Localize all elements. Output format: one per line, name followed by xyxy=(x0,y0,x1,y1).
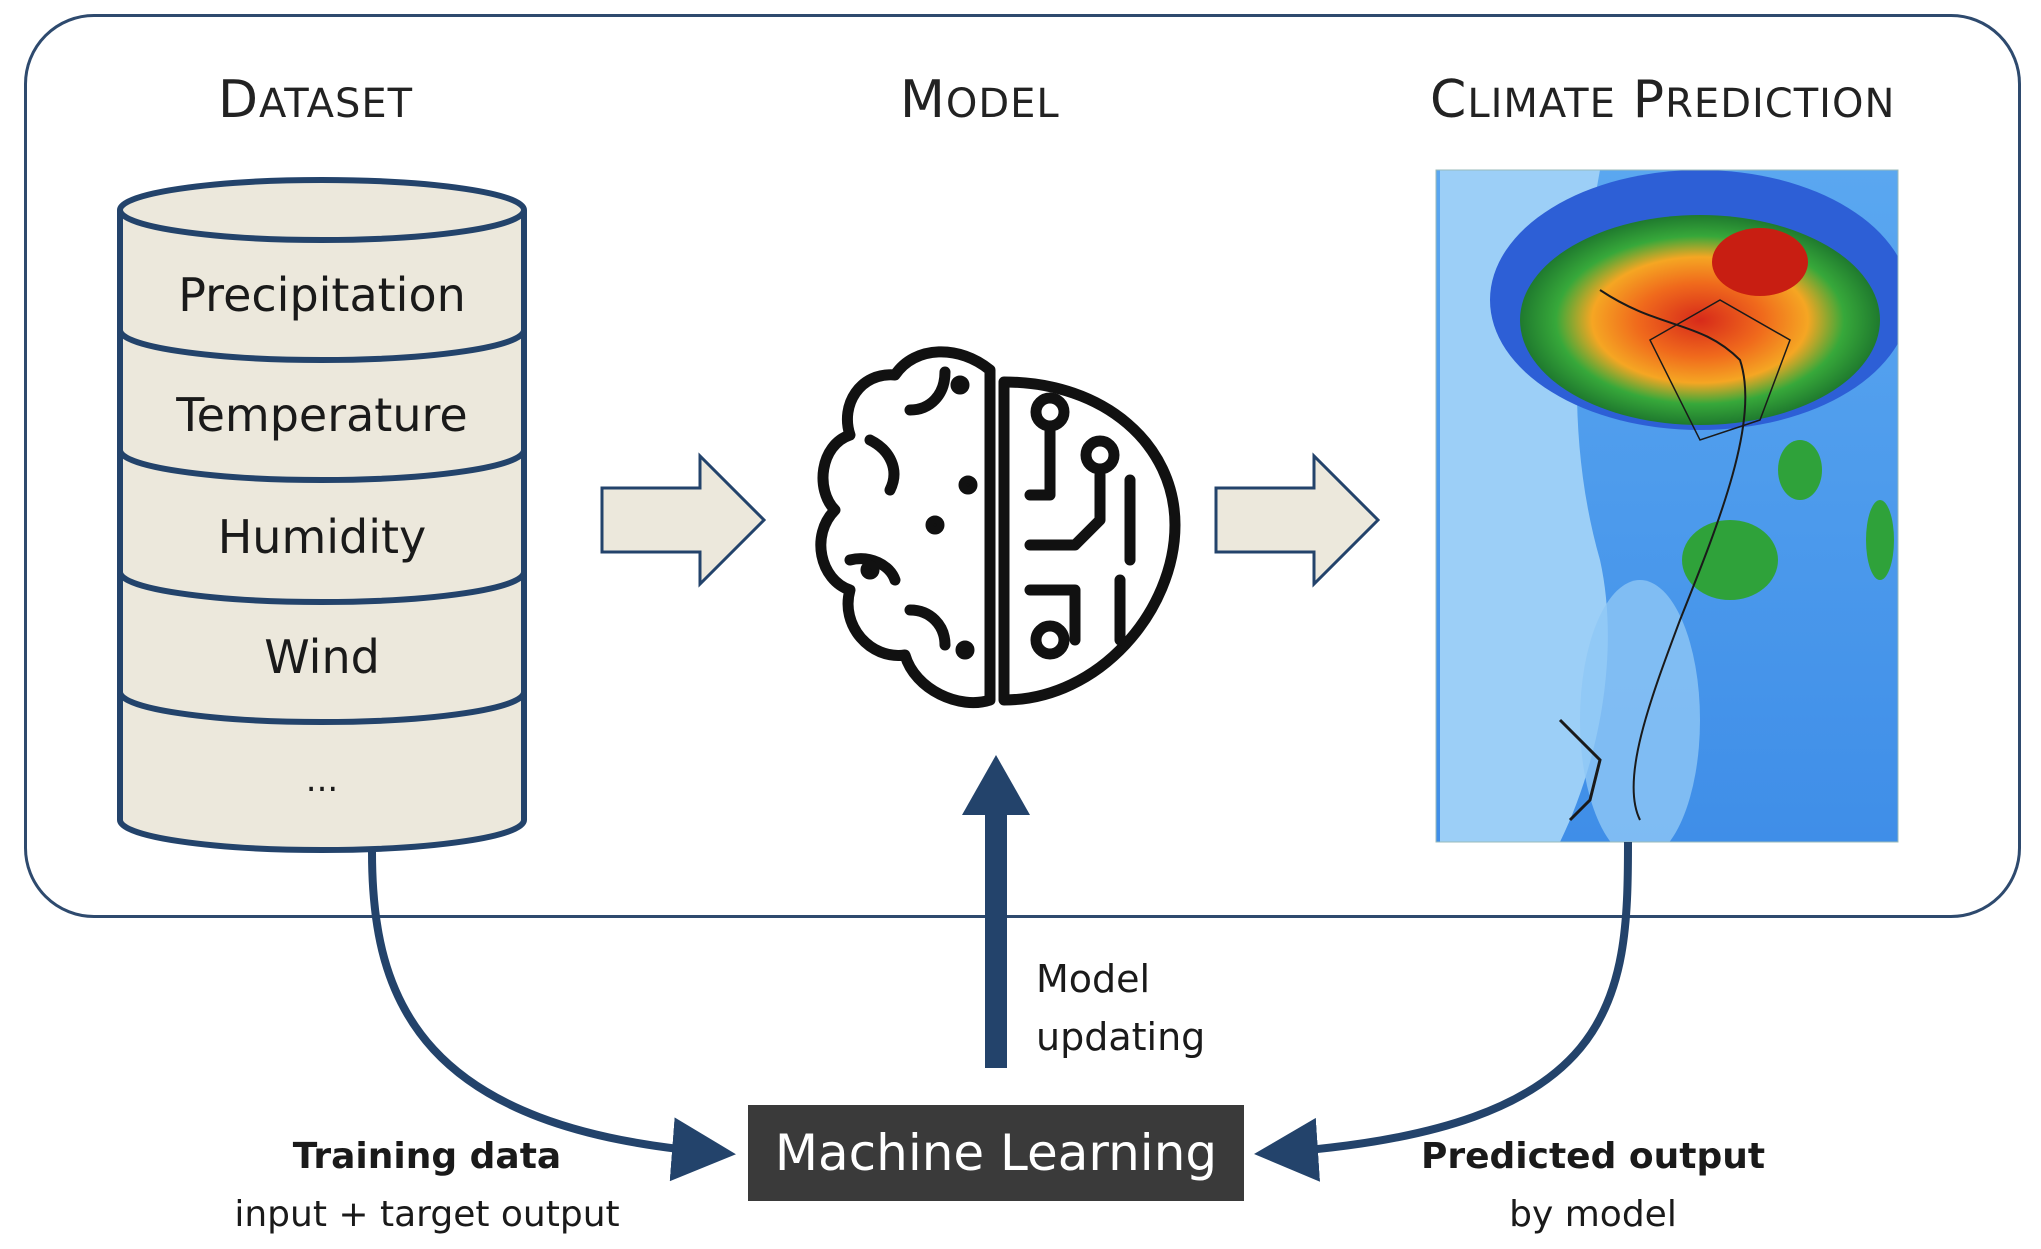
heading-dataset: DATASET xyxy=(218,70,414,130)
heading-climate-prediction: CLIMATE PREDICTION xyxy=(1430,70,1896,130)
dataset-item-precipitation: Precipitation xyxy=(178,268,466,322)
connector-dataset-to-ml xyxy=(368,851,736,1182)
machine-learning-box: Machine Learning xyxy=(748,1105,1244,1201)
dataset-item-more: ... xyxy=(305,760,339,800)
brain-circuit-icon xyxy=(815,346,1181,709)
dataset-cylinder xyxy=(117,177,527,853)
connector-prediction-to-ml xyxy=(1254,841,1632,1182)
dataset-item-temperature: Temperature xyxy=(176,388,468,442)
predicted-output-label: Predicted output by model xyxy=(1420,1136,1766,1235)
connector-ml-to-model-head xyxy=(962,755,1030,815)
dataset-item-humidity: Humidity xyxy=(217,510,427,564)
machine-learning-label: Machine Learning xyxy=(774,1124,1218,1182)
arrow-model-to-prediction xyxy=(1214,452,1381,588)
heading-model: MODEL xyxy=(900,70,1060,130)
training-data-label: Training data input + target output xyxy=(234,1136,620,1235)
model-updating-label: Model updating xyxy=(1036,957,1206,1059)
pipeline-frame xyxy=(24,14,2021,918)
dataset-item-wind: Wind xyxy=(264,630,380,684)
south-america-precipitation-map xyxy=(1436,170,1898,842)
arrow-dataset-to-model xyxy=(600,452,767,588)
